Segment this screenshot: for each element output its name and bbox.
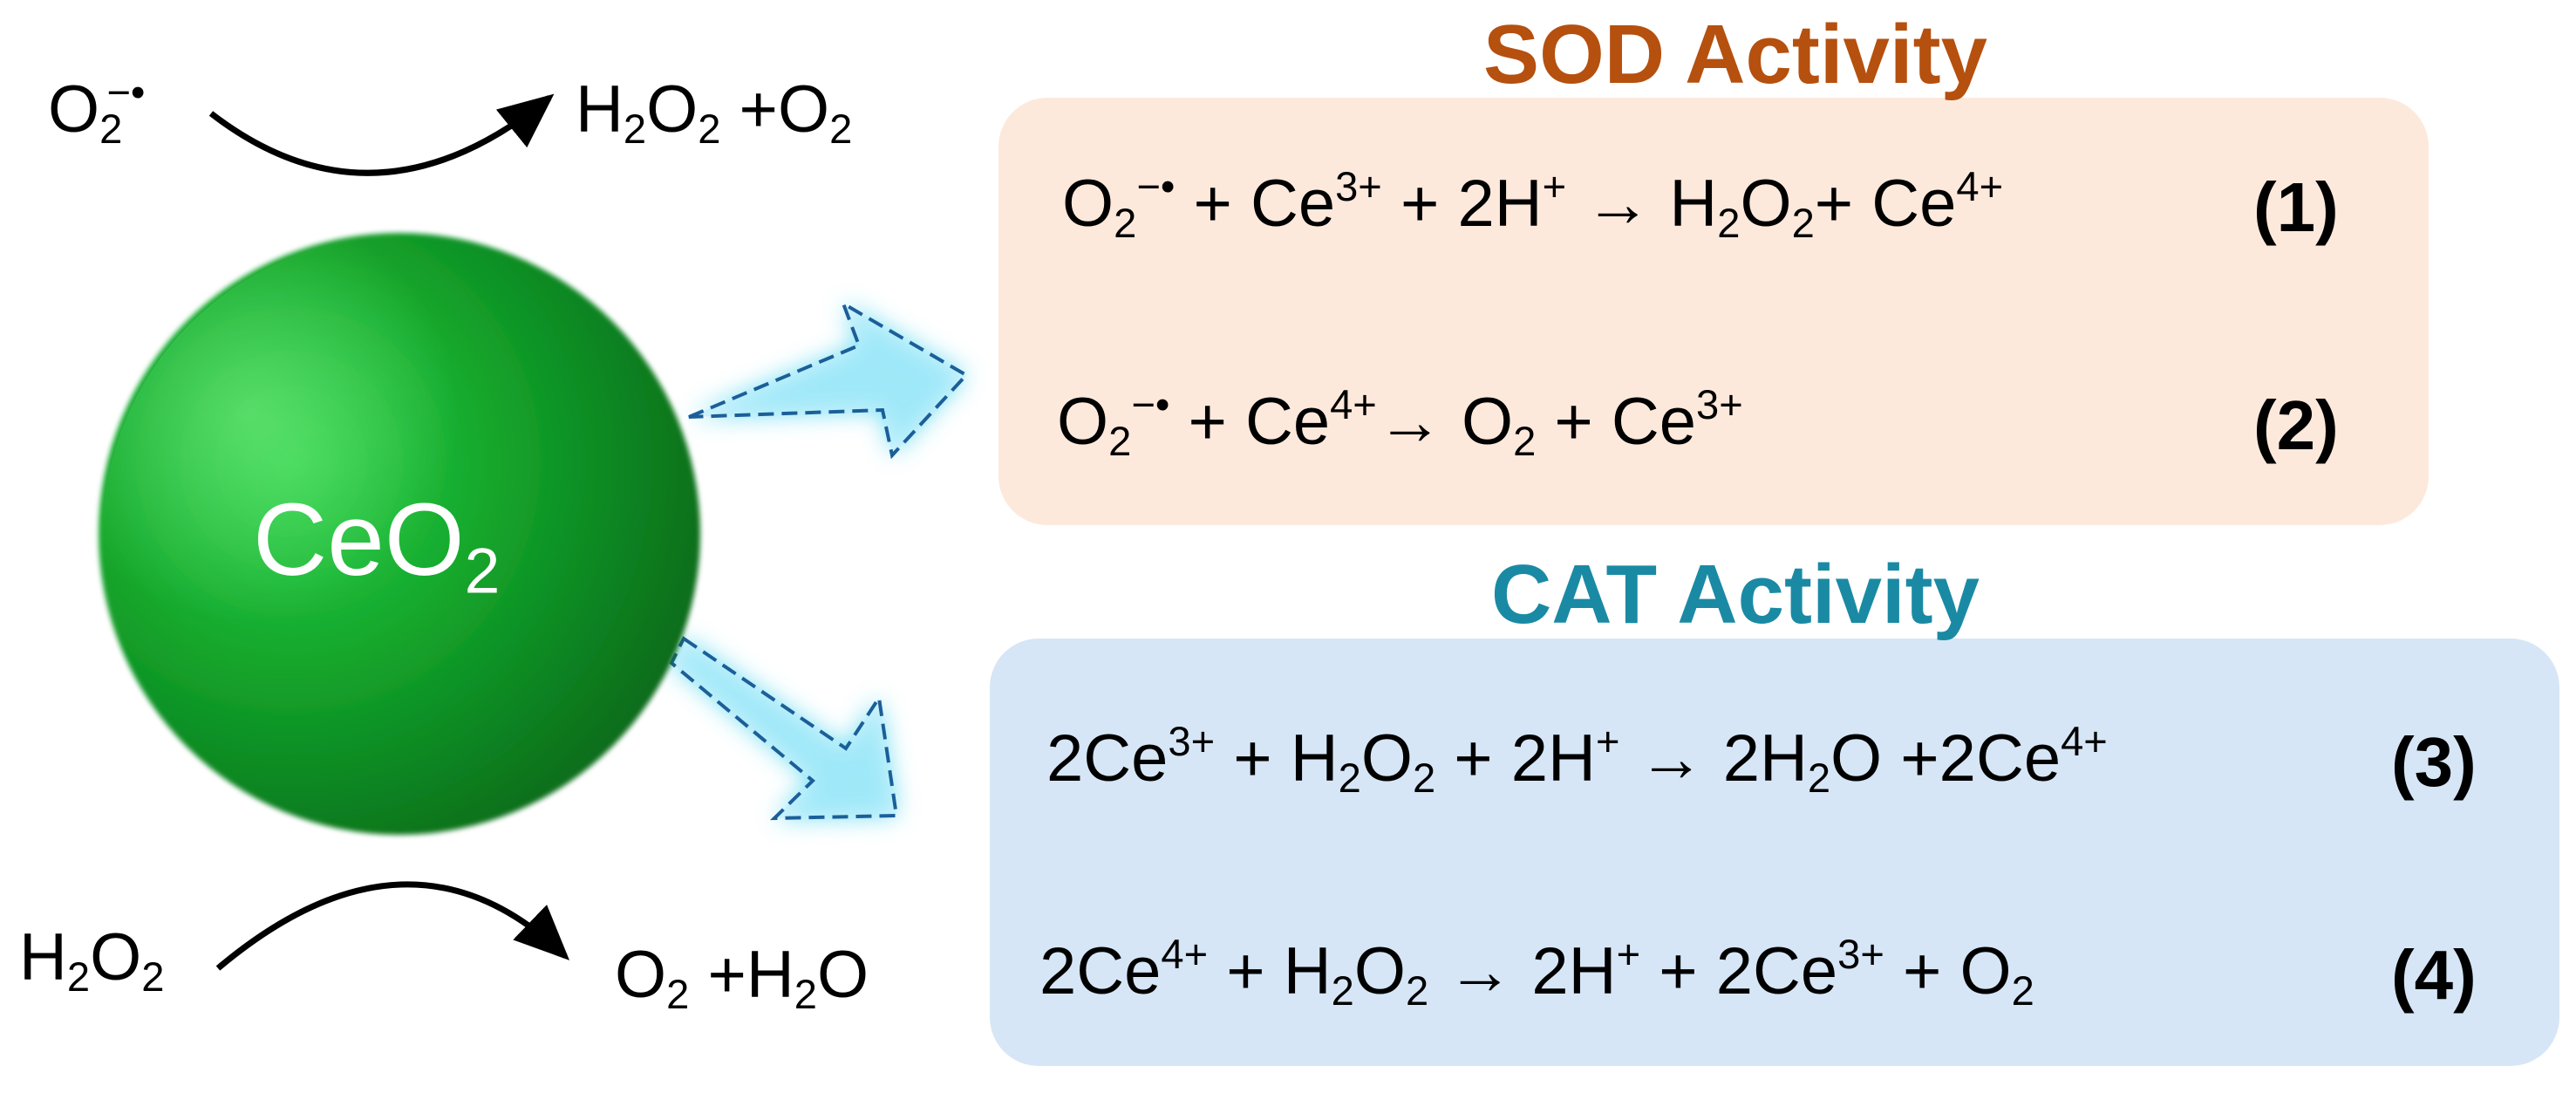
- cat-equation-3: 2Ce3+ + H2O2 + 2H+ → 2H2O +2Ce4+: [1046, 717, 2108, 802]
- top-products: H2O2 +O2: [576, 72, 853, 153]
- lower-arrow-icon: [669, 636, 899, 821]
- equation-number-2: (2): [2253, 386, 2339, 464]
- upper-arrow-icon: [688, 299, 970, 460]
- sod-equation-1: O2−• + Ce3+ + 2H+ → H2O2+ Ce4+: [1062, 162, 2004, 247]
- equation-number-1: (1): [2253, 168, 2339, 246]
- top-reactant: O2−•: [48, 68, 146, 153]
- sod-heading: SOD Activity: [1483, 8, 1987, 101]
- equation-number-4: (4): [2391, 936, 2477, 1014]
- cat-box: [990, 639, 2559, 1066]
- cat-equation-4: 2Ce4+ + H2O2 → 2H+ + 2Ce3+ + O2: [1039, 930, 2034, 1015]
- cat-heading: CAT Activity: [1490, 548, 1980, 641]
- ceo2-particle-icon: [99, 233, 700, 835]
- bottom-curved-arrow-icon: [215, 881, 570, 971]
- ceo2-label: CeO2: [253, 482, 501, 607]
- bottom-reactant: H2O2: [19, 920, 165, 1001]
- equation-number-3: (3): [2391, 723, 2477, 801]
- bottom-products: O2 +H2O: [615, 938, 869, 1018]
- top-curved-arrow-icon: [208, 93, 555, 176]
- sod-box: [998, 98, 2429, 525]
- sod-equation-2: O2−• + Ce4+→ O2 + Ce3+: [1057, 380, 1743, 465]
